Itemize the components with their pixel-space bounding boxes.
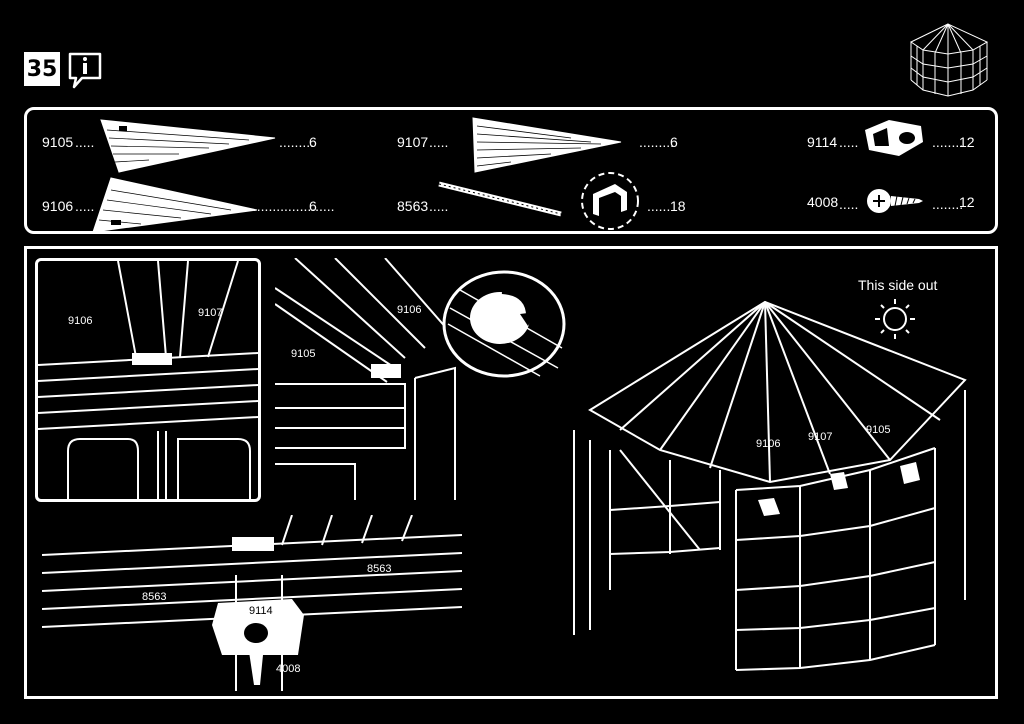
part-code-4008: 4008 xyxy=(807,194,839,210)
part-code-9105: 9105 xyxy=(42,134,74,150)
part-dots: ..... xyxy=(75,198,95,214)
part-dots: ......... xyxy=(639,134,675,150)
part-qty-9107: 6 xyxy=(670,134,678,150)
profile-8563-image xyxy=(438,181,562,217)
part-dots: ..... xyxy=(839,134,859,150)
detail-joint-rotation: 9105 9106 xyxy=(274,257,465,500)
detail-clip-screw-drawing xyxy=(41,514,463,691)
clip-icon xyxy=(865,120,923,156)
part-qty-9105: 6 xyxy=(309,134,317,150)
detail-label: 9107 xyxy=(198,307,223,319)
part-code-8563: 8563 xyxy=(397,198,429,214)
sun-icon xyxy=(875,299,915,339)
part-dots: ......... xyxy=(279,134,315,150)
part-dots: ...... xyxy=(647,198,671,214)
detail-roof-joint-drawing xyxy=(38,261,258,499)
side-note-label: This side out xyxy=(858,277,938,293)
roof-panel-9106-image xyxy=(92,177,258,233)
assembly-panel xyxy=(24,246,998,699)
gazebo-thumbnail xyxy=(909,23,989,97)
part-qty-9106: 6 xyxy=(309,198,317,214)
parts-list-panel: 9105 ..... ......... 6 9106 ..... ......… xyxy=(24,107,998,234)
part-dots: ..... xyxy=(839,196,859,212)
detail-label: 9114 xyxy=(249,605,273,617)
screw-icon xyxy=(867,189,923,213)
detail-label: 8563 xyxy=(367,563,392,575)
part-dots: ..... xyxy=(429,134,449,150)
roof-panel-9105-image xyxy=(100,119,276,173)
part-qty-4008: 12 xyxy=(959,194,975,210)
part-code-9106: 9106 xyxy=(42,198,74,214)
part-dots: ...................... xyxy=(249,198,335,214)
part-dots: ..... xyxy=(75,134,95,150)
detail-joint-rotation-drawing xyxy=(274,257,456,500)
detail-label: 4008 xyxy=(276,663,301,675)
profile-icon xyxy=(581,172,639,230)
detail-label: 9105 xyxy=(291,348,316,360)
part-qty-8563: 18 xyxy=(670,198,686,214)
detail-label: 9106 xyxy=(68,315,93,327)
part-dots: ........ xyxy=(932,134,964,150)
step-number-badge: 35 xyxy=(24,52,60,86)
main-label: 9106 xyxy=(756,438,781,450)
part-dots: ..... xyxy=(429,198,449,214)
part-qty-9114: 12 xyxy=(959,134,975,150)
info-icon xyxy=(68,52,102,89)
detail-label: 9106 xyxy=(397,304,422,316)
part-code-9114: 9114 xyxy=(807,134,838,150)
part-dots: ........ xyxy=(932,196,964,212)
part-code-9107: 9107 xyxy=(397,134,429,150)
detail-roof-joint: 9106 9107 xyxy=(35,258,261,502)
gazebo-assembly-drawing xyxy=(573,300,967,671)
detail-clip-screw: 8563 8563 9114 4008 xyxy=(41,514,463,691)
rotate-arrow-icon xyxy=(442,270,566,378)
roof-panel-9107-image xyxy=(472,117,622,173)
main-label: 9107 xyxy=(808,431,833,443)
main-label: 9105 xyxy=(866,424,891,436)
detail-label: 8563 xyxy=(142,591,167,603)
